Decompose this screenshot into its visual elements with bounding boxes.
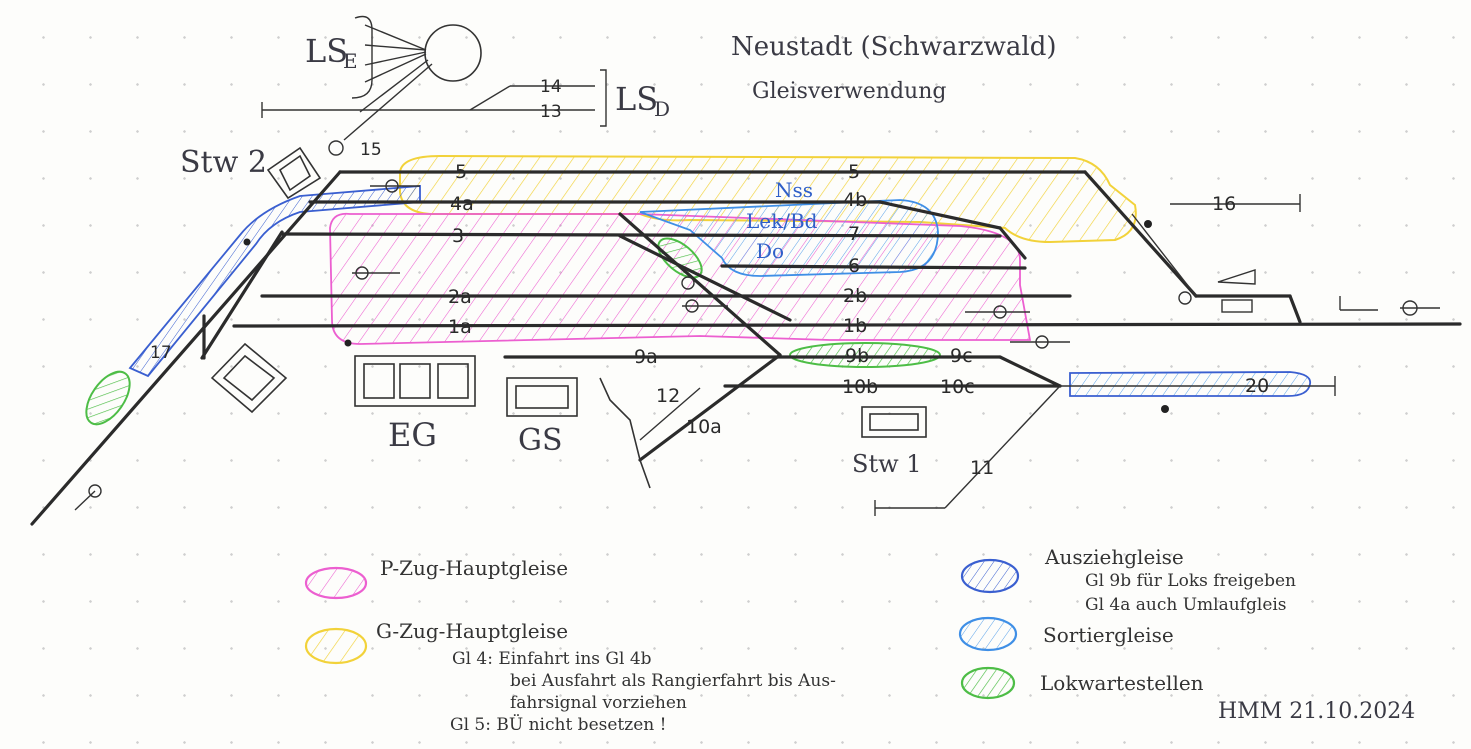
legend-auszieh: Ausziehgleise [1044, 545, 1184, 569]
track-16: 16 [1212, 193, 1236, 215]
highlight-areas [85, 154, 1312, 426]
stw1-building [861, 406, 927, 438]
legend-sortier: Sortiergleise [1043, 623, 1174, 647]
signals [74, 179, 1440, 511]
auszieh-area-17 [128, 185, 421, 378]
track-9b: 9b [845, 345, 869, 367]
ls-d-label: LS [615, 80, 658, 118]
track-3: 3 [452, 225, 464, 247]
track-20: 20 [1245, 375, 1269, 397]
stw2-building [266, 146, 322, 200]
legend-swatch-blue [958, 616, 1018, 652]
legend-swatch-navy [960, 558, 1020, 594]
legend-pzug: P-Zug-Hauptgleise [380, 556, 568, 580]
signature: HMM 21.10.2024 [1218, 699, 1415, 724]
label-do: Do [756, 239, 784, 263]
legend-auszieh-note1: Gl 9b für Loks freigeben [1085, 571, 1296, 591]
track-10b: 10b [842, 376, 878, 398]
track-4a: 4a [450, 193, 474, 215]
track-14: 14 [540, 77, 562, 97]
track-11: 11 [970, 457, 994, 479]
track-2b: 2b [843, 285, 867, 307]
track-4b: 4b [843, 189, 867, 211]
legend: P-Zug-Hauptgleise G-Zug-Hauptgleise Gl 4… [304, 545, 1296, 735]
track-6: 6 [848, 255, 860, 277]
lokwarte-9b [789, 342, 941, 368]
gs-label: GS [518, 423, 563, 458]
track-12: 12 [656, 385, 680, 407]
side-building [210, 342, 288, 414]
stw2-label: Stw 2 [180, 145, 267, 180]
eg-label: EG [388, 416, 437, 454]
subtitle: Gleisverwendung [752, 79, 946, 104]
tracks [30, 85, 1462, 526]
track-9c: 9c [950, 345, 973, 367]
track-1a: 1a [448, 316, 472, 338]
legend-auszieh-note2: Gl 4a auch Umlaufgleis [1085, 595, 1287, 615]
gs-building [506, 377, 578, 417]
ls-e-signal [328, 15, 607, 156]
track-13: 13 [540, 102, 562, 122]
track-1b: 1b [843, 315, 867, 337]
buildings [210, 146, 927, 489]
track-10a: 10a [686, 416, 722, 438]
legend-gzug: G-Zug-Hauptgleise [376, 619, 568, 643]
legend-swatch-pink [304, 566, 368, 600]
title: Neustadt (Schwarzwald) [731, 32, 1057, 62]
eg-building [354, 355, 476, 407]
legend-gl5: Gl 5: BÜ nicht besetzen ! [450, 714, 666, 735]
track-5-left: 5 [455, 161, 467, 183]
legend-gl4-line3: fahrsignal vorziehen [510, 693, 687, 713]
track-2a: 2a [448, 286, 472, 308]
ls-d-sub: D [654, 97, 670, 121]
lokwarte-17 [85, 370, 131, 426]
embankment [599, 377, 651, 489]
track-5-right: 5 [848, 161, 860, 183]
legend-swatch-yellow [304, 627, 368, 665]
legend-swatch-green [960, 666, 1016, 700]
legend-gl4-line1: Gl 4: Einfahrt ins Gl 4b [452, 649, 652, 669]
track-17: 17 [150, 343, 172, 363]
track-15: 15 [360, 140, 382, 160]
label-nss: Nss [775, 178, 813, 202]
track-labels: 14 13 15 16 17 5 5 4a 4b 3 7 6 2a 2b 1a … [150, 77, 1269, 479]
sortier-area [639, 199, 939, 277]
label-lekbd: Lek/Bd [746, 209, 818, 233]
track-7: 7 [848, 223, 860, 245]
stw1-label: Stw 1 [852, 450, 922, 478]
track-9a: 9a [634, 346, 658, 368]
legend-lokwarte: Lokwartestellen [1040, 671, 1204, 695]
auszieh-area-20 [1069, 371, 1312, 397]
legend-gl4-line2: bei Ausfahrt als Rangierfahrt bis Aus- [510, 671, 836, 691]
ls-e-sub: E [343, 49, 358, 73]
track-10c: 10c [940, 376, 975, 398]
blue-labels: Nss Lek/Bd Do [746, 178, 818, 263]
ls-e-label: LS [305, 32, 348, 70]
